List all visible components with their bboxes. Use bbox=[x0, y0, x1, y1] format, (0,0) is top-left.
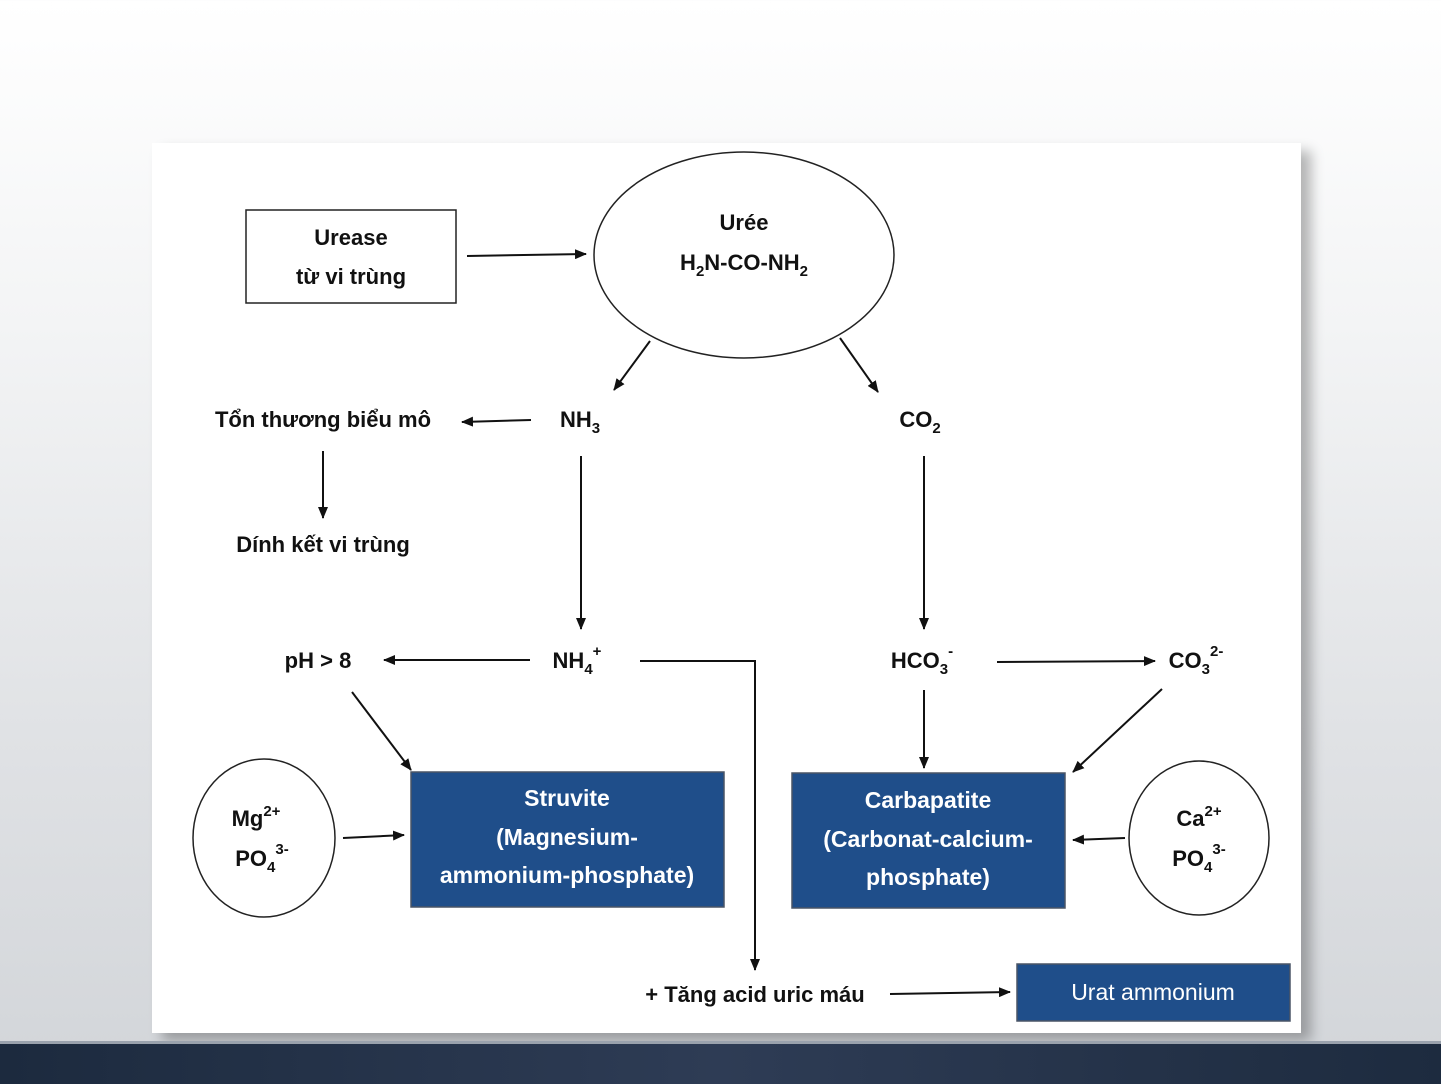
nh3-label: NH3 bbox=[560, 407, 600, 437]
ca-po4-node: Ca2+ PO43- bbox=[1129, 761, 1269, 915]
arrow-uree-to-co2 bbox=[840, 338, 878, 392]
uree-formula-sub: 2 bbox=[800, 263, 808, 280]
arrow-ca-to-carbapatite bbox=[1073, 838, 1125, 840]
ph-label: pH > 8 bbox=[285, 648, 352, 673]
arrow-acid-uric-to-urat bbox=[890, 992, 1010, 994]
urease-node: Urease từ vi trùng bbox=[246, 210, 456, 303]
urease-label: Urease bbox=[314, 225, 387, 250]
urease-box bbox=[246, 210, 456, 303]
carbapatite-desc-line2: phosphate) bbox=[866, 864, 990, 890]
carbapatite-node: Carbapatite (Carbonat-calcium- phosphate… bbox=[792, 773, 1065, 908]
carbapatite-desc-line1: (Carbonat-calcium- bbox=[823, 826, 1033, 852]
urat-label: Urat ammonium bbox=[1071, 979, 1235, 1005]
uree-formula-sub: 2 bbox=[696, 263, 704, 280]
struvite-desc-line1: (Magnesium- bbox=[496, 824, 638, 850]
nh4-label: NH4+ bbox=[553, 643, 602, 678]
acid-uric-label: + Tăng acid uric máu bbox=[645, 982, 864, 1007]
ton-thuong-label: Tổn thương biểu mô bbox=[215, 407, 431, 432]
struvite-node: Struvite (Magnesium- ammonium-phosphate) bbox=[411, 772, 724, 907]
hco3-label: HCO3- bbox=[891, 643, 953, 678]
urat-node: Urat ammonium bbox=[1017, 964, 1290, 1021]
uree-node: Urée H2N-CO-NH2 bbox=[594, 152, 894, 358]
struvite-desc-line2: ammonium-phosphate) bbox=[440, 862, 694, 888]
co3-label: CO32- bbox=[1169, 643, 1224, 678]
arrow-nh3-to-ton-thuong bbox=[462, 420, 531, 422]
arrow-urease-to-uree bbox=[467, 254, 586, 256]
arrow-co3-to-carbapatite bbox=[1073, 689, 1162, 772]
co2-label: CO2 bbox=[899, 407, 940, 437]
struvite-title: Struvite bbox=[524, 785, 610, 811]
uree-formula-part: H bbox=[680, 250, 696, 275]
carbapatite-title: Carbapatite bbox=[865, 787, 992, 813]
urease-source-label: từ vi trùng bbox=[296, 264, 406, 289]
arrow-hco3-to-co3 bbox=[997, 661, 1155, 662]
uree-label: Urée bbox=[720, 210, 769, 235]
arrow-uree-to-nh3 bbox=[614, 341, 650, 390]
ca-po4-circle bbox=[1129, 761, 1269, 915]
arrow-mg-to-struvite bbox=[343, 835, 404, 838]
mg-po4-node: Mg2+ PO43- bbox=[193, 759, 335, 917]
mg-po4-circle bbox=[193, 759, 335, 917]
arrow-ph-to-struvite bbox=[352, 692, 411, 770]
uree-formula-part: N-CO-NH bbox=[704, 250, 799, 275]
dinh-ket-label: Dính kết vi trùng bbox=[236, 532, 410, 557]
